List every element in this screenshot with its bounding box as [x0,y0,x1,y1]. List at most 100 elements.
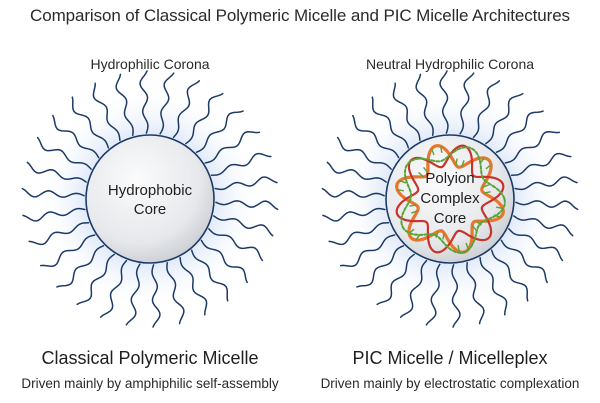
polymer-chain [392,82,421,142]
helix-rung [409,204,417,207]
polymer-chain [208,228,264,262]
pic-micelle-description: Driven mainly by electrostatic complexat… [320,376,580,391]
helix-rung [485,164,492,170]
polymer-chain [459,72,475,135]
helix-rung [423,167,429,174]
pic-micelle: Polyion Complex Core [321,70,579,328]
helix-rung [479,157,485,164]
polymer-chain [500,239,548,284]
polymer-chain [71,96,110,149]
helix-rung [408,228,415,234]
helix-rung [435,231,439,238]
polymer-chain [415,73,434,137]
helix-rung [496,206,503,209]
polymer-chain [172,80,201,139]
polymer-chain [490,249,529,302]
polymer-chain [472,80,501,139]
polymer-chain [195,110,244,153]
polymer-chain [515,200,579,211]
polymer-chain [166,261,185,325]
polymer-chain [339,234,396,267]
polymer-chain [179,256,208,316]
classical-micelle-description: Driven mainly by amphiphilic self-assemb… [21,376,279,391]
diagram-title: Comparison of Classical Polymeric Micell… [30,6,570,25]
polymer-chain [376,253,415,306]
polymer-chain [76,253,115,306]
core-label-line1: Hydrophobic [108,182,193,199]
helix-rung [431,148,435,156]
polymer-chain [439,70,449,134]
polyion-complex-core [385,134,515,264]
helix-rung [440,146,443,153]
helix-rung [418,172,425,178]
pic-micelle-title: PIC Micelle / Micelleplex [352,348,548,368]
core-label-line3: Core [434,210,467,227]
neutral-corona-chains [321,70,579,328]
polymer-chain [139,70,149,134]
polymer-chain [92,82,121,142]
classical-micelle: Hydrophobic Core [21,70,279,328]
polymer-chain [22,207,86,222]
polymer-chain [99,259,128,318]
helix-rung [399,180,407,184]
polymer-chain [28,222,90,246]
helix-rung [411,210,418,214]
helix-rung [482,184,489,188]
polymer-chain [26,161,87,183]
helix-rung [442,232,445,240]
polymer-chain [322,207,386,222]
polymer-chain [125,263,141,326]
core-label-line1: Polyion [425,170,474,187]
polymer-chain [328,222,390,246]
helix-rung [415,234,421,241]
polymer-chain [352,114,400,159]
polymer-chain [514,176,578,191]
polymer-chain [425,263,441,326]
polymer-chain [508,228,564,262]
polymer-chain [215,200,279,211]
green-strand [400,146,506,254]
polymer-chain [495,110,544,153]
hydrophobic-core [85,134,215,264]
polymer-chain [326,161,387,183]
polymer-chain [190,249,229,302]
helix-rung [397,189,404,192]
neutral-hydrophilic-corona-label: Neutral Hydrophilic Corona [365,56,535,72]
helix-rung [461,160,465,167]
polymer-chain [485,92,524,145]
polymer-chain [371,96,410,149]
polymer-chain [214,176,278,191]
polymer-chain [159,72,175,135]
polymer-chain [36,136,92,170]
hydrophilic-corona-label: Hydrophilic Corona [90,56,210,72]
polymer-chain [200,239,248,284]
polymer-chain [52,114,100,159]
polymer-chain [115,73,134,137]
polymer-chain [466,261,485,325]
polymer-chain [210,152,272,176]
helix-rung [475,220,482,226]
helix-rung [455,158,458,166]
helix-rung [483,191,491,194]
polymer-chain [151,264,161,328]
hydrophilic-corona-chains [21,70,279,328]
classical-micelle-title: Classical Polymeric Micelle [41,348,259,368]
polymer-chain [204,131,261,164]
polymer-chain [321,187,385,198]
helix-rung [457,245,460,252]
polymer-chain [336,136,392,170]
helix-rung [493,214,501,218]
polymer-chain [213,215,274,237]
polymer-chain [356,245,405,288]
core-label-line2: Complex [420,190,480,207]
polymer-chain [513,215,574,237]
polymer-chain [399,259,428,318]
polymer-chain [56,245,105,288]
polymer-chain [504,131,561,164]
helix-rung [471,224,477,231]
polymer-chain [185,92,224,145]
helix-rung [465,242,469,250]
polymer-chain [510,152,572,176]
polymer-chain [21,187,85,198]
